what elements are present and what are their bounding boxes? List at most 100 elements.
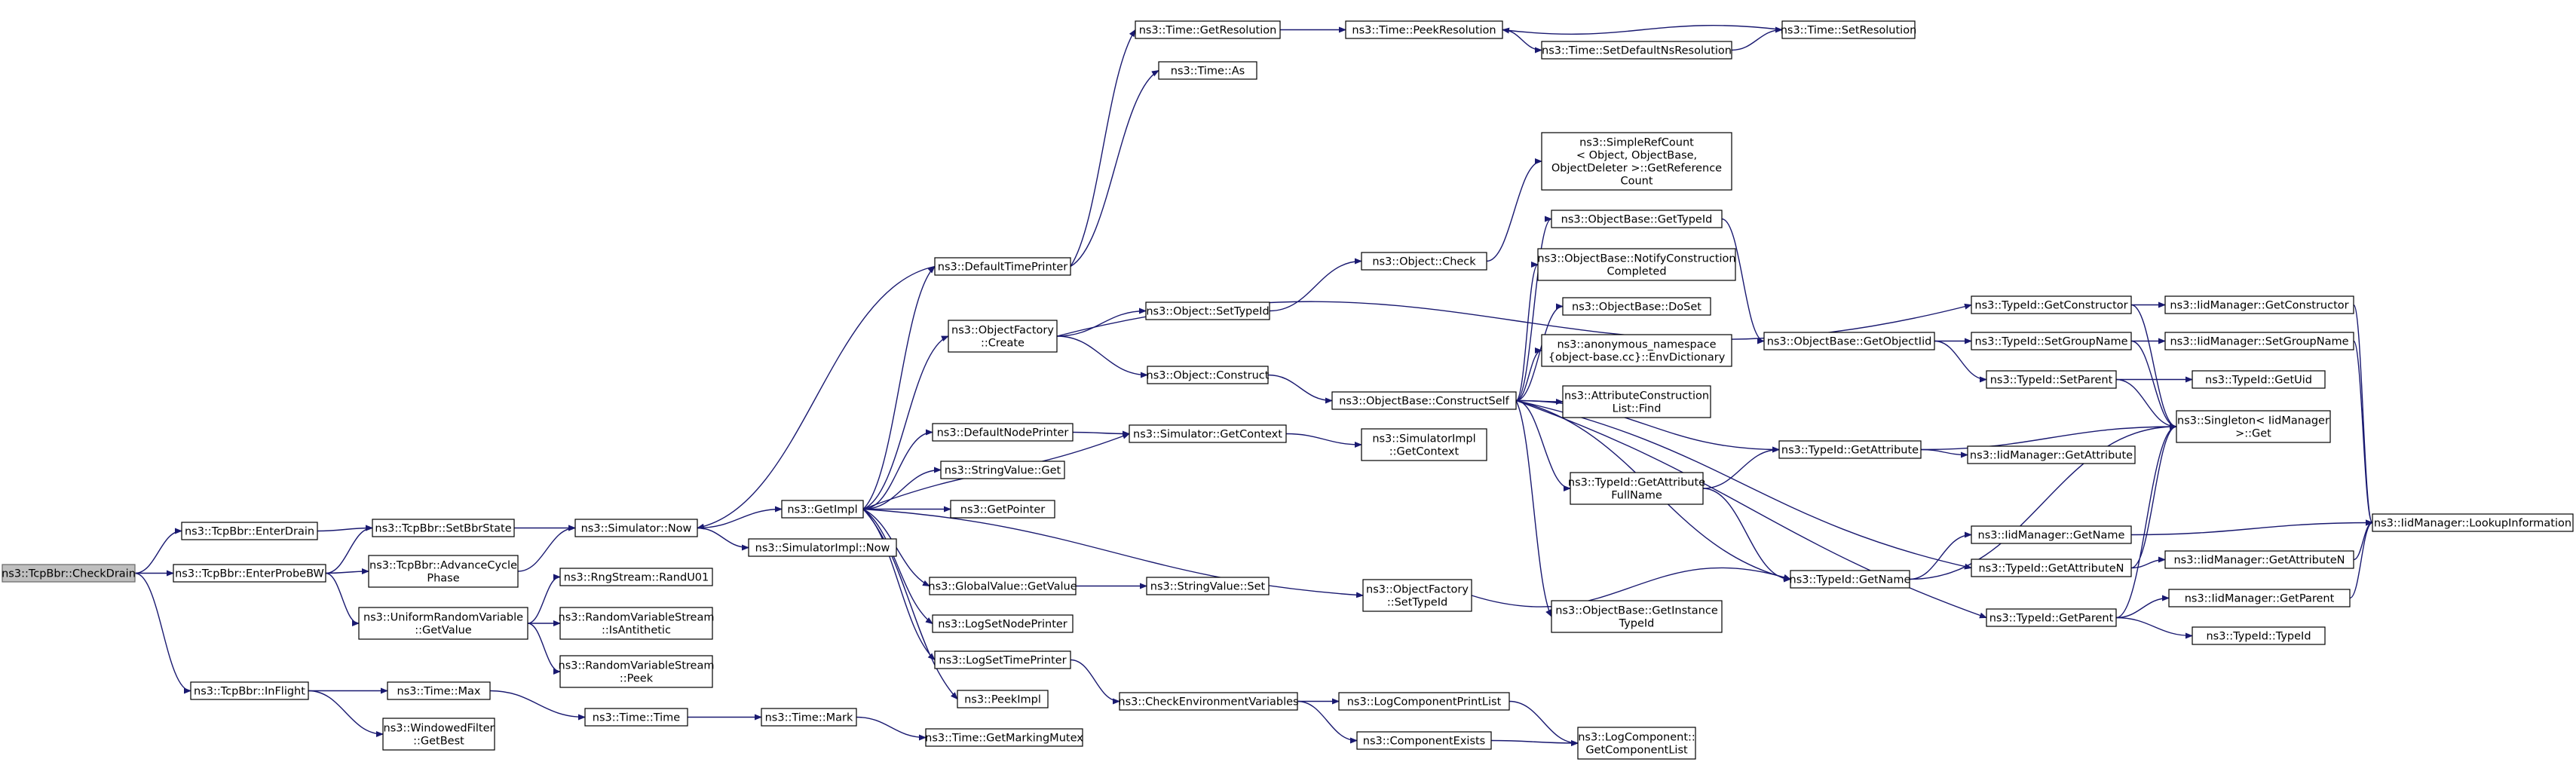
node-obj-base-do-set[interactable]: ns3::ObjectBase::DoSet	[1562, 297, 1711, 316]
node-peek-resolution[interactable]: ns3::Time::PeekResolution	[1345, 20, 1503, 39]
node-check-env-vars[interactable]: ns3::CheckEnvironmentVariables	[1118, 692, 1299, 711]
node-in-flight[interactable]: ns3::TcpBbr::InFlight	[190, 681, 309, 700]
call-edge	[862, 335, 949, 510]
node-label: ::GetValue	[415, 625, 472, 637]
call-edge	[2130, 340, 2177, 430]
node-get-pointer[interactable]: ns3::GetPointer	[950, 500, 1055, 519]
node-peek-impl[interactable]: ns3::PeekImpl	[957, 690, 1049, 708]
node-type-id-set-parent[interactable]: ns3::TypeId::SetParent	[1986, 370, 2117, 389]
node-default-time-printer[interactable]: ns3::DefaultTimePrinter	[934, 257, 1071, 276]
node-enter-drain[interactable]: ns3::TcpBbr::EnterDrain	[181, 522, 318, 540]
node-iid-get-name[interactable]: ns3::IidManager::GetName	[1971, 525, 2132, 544]
node-label: ns3::WindowedFilter	[384, 723, 495, 735]
node-construct-self[interactable]: ns3::ObjectBase::ConstructSelf	[1331, 391, 1517, 410]
node-label: ns3::LogComponent::	[1578, 732, 1695, 744]
node-get-object-iid[interactable]: ns3::ObjectBase::GetObjectIid	[1763, 332, 1935, 350]
node-rng-rand[interactable]: ns3::RngStream::RandU01	[559, 568, 713, 586]
node-sim-impl-now[interactable]: ns3::SimulatorImpl::Now	[748, 538, 897, 557]
call-edges	[134, 25, 2373, 746]
node-time-as[interactable]: ns3::Time::As	[1158, 61, 1257, 80]
node-label: ns3::Simulator::GetContext	[1133, 429, 1282, 441]
node-set-bbr-state[interactable]: ns3::TcpBbr::SetBbrState	[372, 519, 515, 537]
node-label: TypeId	[1619, 618, 1655, 630]
node-iid-lookup-info[interactable]: ns3::IidManager::LookupInformation	[2372, 513, 2574, 532]
node-label: ns3::Object::Check	[1372, 256, 1476, 268]
call-edge	[325, 572, 360, 626]
node-label: ns3::SimpleRefCount	[1579, 137, 1694, 149]
node-obj-factory-set-type-id[interactable]: ns3::ObjectFactory::SetTypeId	[1362, 579, 1472, 612]
node-iid-get-attribute[interactable]: ns3::IidManager::GetAttribute	[1967, 445, 2136, 464]
node-time-time[interactable]: ns3::Time::Time	[584, 708, 688, 727]
node-time-set-resolution[interactable]: ns3::Time::SetResolution	[1781, 20, 1917, 39]
node-sim-now[interactable]: ns3::Simulator::Now	[574, 519, 698, 537]
node-obj-set-type-id[interactable]: ns3::Object::SetTypeId	[1145, 301, 1270, 320]
node-global-get-value[interactable]: ns3::GlobalValue::GetValue	[928, 577, 1077, 595]
node-get-marking-mutex[interactable]: ns3::Time::GetMarkingMutex	[925, 728, 1083, 747]
node-type-id-get-name[interactable]: ns3::TypeId::GetName	[1790, 570, 1911, 589]
node-type-id-get-attribute[interactable]: ns3::TypeId::GetAttribute	[1778, 440, 1922, 459]
node-peek[interactable]: ns3::RandomVariableStream::Peek	[559, 655, 715, 688]
node-obj-check[interactable]: ns3::Object::Check	[1361, 252, 1487, 271]
node-log-set-node-printer[interactable]: ns3::LogSetNodePrinter	[932, 614, 1074, 633]
node-comp-exists[interactable]: ns3::ComponentExists	[1356, 731, 1492, 750]
node-label: ns3::TypeId::GetParent	[1989, 613, 2114, 625]
call-edge	[1070, 29, 1136, 267]
node-simple-ref-count[interactable]: ns3::SimpleRefCount< Object, ObjectBase,…	[1541, 132, 1732, 191]
node-type-id-set-group-name[interactable]: ns3::TypeId::SetGroupName	[1971, 332, 2132, 350]
call-edge	[489, 690, 586, 721]
node-type-id-get-parent[interactable]: ns3::TypeId::GetParent	[1986, 608, 2117, 627]
node-iid-get-attribute-n[interactable]: ns3::IidManager::GetAttributeN	[2164, 550, 2354, 569]
node-type-id-get-attribute-n[interactable]: ns3::TypeId::GetAttributeN	[1971, 558, 2132, 577]
node-type-id-type-id[interactable]: ns3::TypeId::TypeId	[2192, 626, 2326, 645]
node-get-resolution[interactable]: ns3::Time::GetResolution	[1135, 20, 1281, 39]
node-label: ::GetContext	[1389, 446, 1460, 458]
node-label: ns3::TcpBbr::EnterProbeBW	[175, 568, 324, 580]
node-obj-factory-create[interactable]: ns3::ObjectFactory::Create	[948, 320, 1058, 353]
node-sim-get-context[interactable]: ns3::Simulator::GetContext	[1129, 424, 1287, 443]
call-edge	[862, 508, 936, 661]
node-time-max[interactable]: ns3::Time::Max	[387, 681, 491, 700]
node-label: ns3::TypeId::GetUid	[2205, 375, 2312, 387]
node-iid-get-parent[interactable]: ns3::IidManager::GetParent	[2168, 589, 2351, 607]
node-time-mark[interactable]: ns3::Time::Mark	[761, 708, 857, 727]
node-uniform-get-value[interactable]: ns3::UniformRandomVariable::GetValue	[358, 607, 528, 640]
call-edge	[517, 525, 576, 572]
node-label: Completed	[1607, 266, 1666, 278]
node-windowed-get-best[interactable]: ns3::WindowedFilter::GetBest	[382, 718, 495, 751]
node-label: ns3::Time::Time	[593, 712, 681, 724]
node-label: ns3::TcpBbr::CheckDrain	[2, 568, 136, 580]
node-iid-set-group-name[interactable]: ns3::IidManager::SetGroupName	[2164, 332, 2354, 350]
node-is-antithetic[interactable]: ns3::RandomVariableStream::IsAntithetic	[559, 607, 715, 640]
call-edge	[1920, 448, 1968, 458]
node-string-value-set[interactable]: ns3::StringValue::Set	[1146, 577, 1270, 595]
node-sim-impl-get-context[interactable]: ns3::SimulatorImpl::GetContext	[1361, 428, 1487, 461]
node-type-id-get-uid[interactable]: ns3::TypeId::GetUid	[2192, 370, 2326, 389]
node-obj-base-get-type-id[interactable]: ns3::ObjectBase::GetTypeId	[1551, 210, 1723, 228]
node-label: ns3::TypeId::GetAttribute	[1568, 477, 1705, 489]
node-label: ns3::IidManager::SetGroupName	[2170, 336, 2348, 348]
node-set-default-ns-res[interactable]: ns3::Time::SetDefaultNsResolution	[1541, 41, 1732, 60]
node-type-id-get-constructor[interactable]: ns3::TypeId::GetConstructor	[1971, 295, 2132, 314]
node-default-node-printer[interactable]: ns3::DefaultNodePrinter	[932, 423, 1074, 442]
node-iid-get-constructor[interactable]: ns3::IidManager::GetConstructor	[2164, 295, 2354, 314]
node-enter-probe-b-w[interactable]: ns3::TcpBbr::EnterProbeBW	[173, 564, 326, 583]
node-label: ns3::GlobalValue::GetValue	[928, 581, 1077, 593]
call-edge	[1285, 433, 1362, 448]
node-check-drain[interactable]: ns3::TcpBbr::CheckDrain	[2, 564, 136, 583]
node-label: ns3::ObjectBase::NotifyConstruction	[1537, 253, 1735, 265]
node-label: ns3::TcpBbr::InFlight	[194, 686, 305, 698]
node-get-impl[interactable]: ns3::GetImpl	[781, 500, 864, 519]
call-edge	[1515, 399, 1972, 570]
node-log-comp-get-list[interactable]: ns3::LogComponent::GetComponentList	[1577, 727, 1696, 760]
node-obj-construct[interactable]: ns3::Object::Construct	[1147, 366, 1270, 384]
node-log-set-time-printer[interactable]: ns3::LogSetTimePrinter	[934, 650, 1071, 669]
node-singleton-get[interactable]: ns3::Singleton< IidManager >::Get	[2176, 410, 2331, 443]
node-log-comp-print-list[interactable]: ns3::LogComponentPrintList	[1338, 692, 1510, 711]
node-env-dictionary[interactable]: ns3::anonymous_namespace{object-base.cc}…	[1541, 334, 1732, 367]
node-notify-construction[interactable]: ns3::ObjectBase::NotifyConstructionCompl…	[1537, 248, 1736, 281]
node-string-value-get[interactable]: ns3::StringValue::Get	[940, 461, 1065, 479]
